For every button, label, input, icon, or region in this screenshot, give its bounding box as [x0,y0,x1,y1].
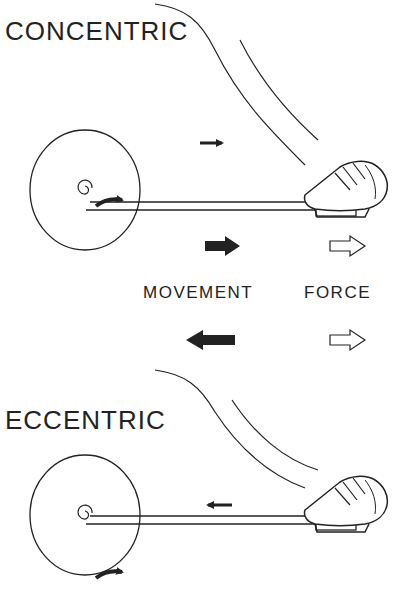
figure-title: ECCENTRIC [5,407,166,433]
arrow-legend-label: MOVEMENT [143,284,253,301]
figure-title: CONCENTRIC [5,18,188,44]
arrow-legend-label: FORCE [304,284,371,301]
